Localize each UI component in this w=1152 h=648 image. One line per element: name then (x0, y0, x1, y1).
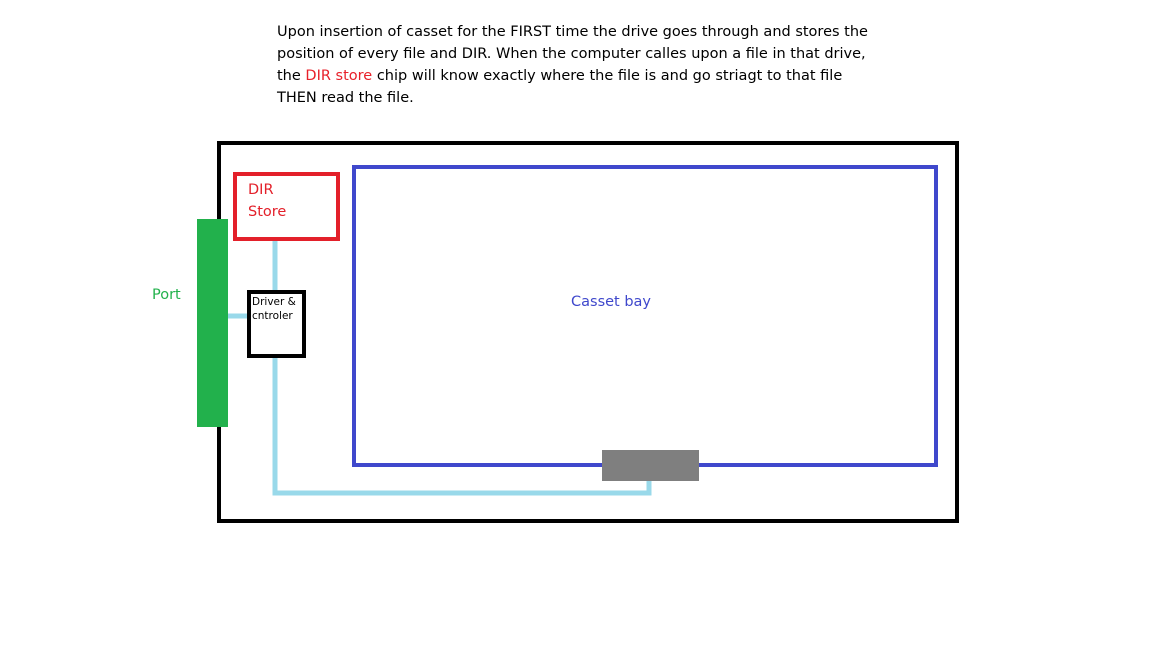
dir-store-highlight: DIR store (305, 68, 373, 84)
dir-store-label-line-1: DIR (248, 182, 274, 198)
port-connector (197, 219, 228, 427)
description-line-3-end: chip will know exactly where the file is… (372, 68, 843, 84)
description-line-4: THEN read the file. (277, 90, 414, 106)
driver-controller-chip (247, 290, 306, 358)
wire-driver-to-head (272, 354, 652, 496)
casset-bay-label: Casset bay (571, 294, 652, 310)
description-line-1: Upon insertion of casset for the FIRST t… (277, 24, 868, 40)
dir-store-label: DIR Store (248, 179, 286, 223)
driver-controller-label: Driver & cntroler (252, 295, 300, 323)
dir-store-label-line-2: Store (248, 204, 287, 220)
description-line-3-start: the (277, 68, 306, 84)
description-text: Upon insertion of casset for the FIRST t… (277, 21, 897, 109)
driver-label-line-2: cntroler (252, 310, 293, 322)
port-label: Port (152, 287, 181, 303)
description-line-3: the DIR store chip will know exactly whe… (277, 65, 897, 87)
driver-label-line-1: Driver & (252, 296, 296, 308)
description-line-2: position of every file and DIR. When the… (277, 46, 866, 62)
read-head (602, 450, 699, 481)
dir-store-chip (233, 172, 340, 241)
